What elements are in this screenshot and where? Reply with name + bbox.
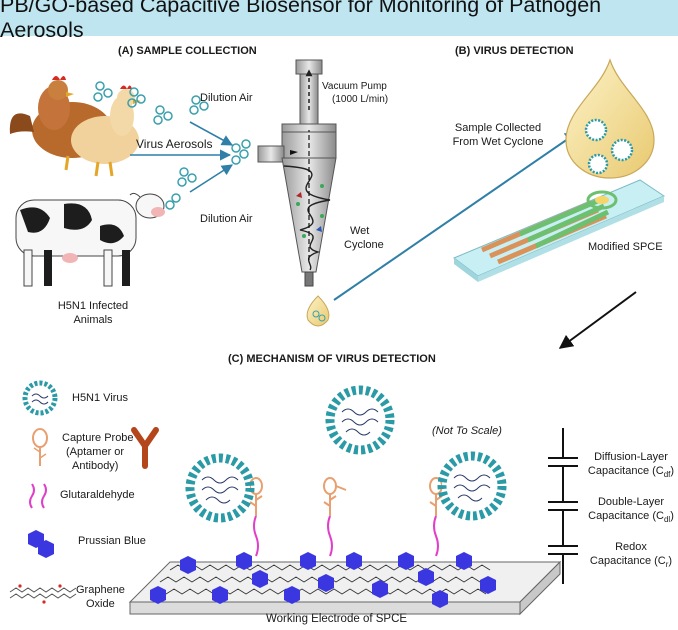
capacitor-circuit — [548, 428, 578, 584]
section-a-heading: (A) SAMPLE COLLECTION — [118, 45, 257, 57]
virus-aerosols-label: Virus Aerosols — [136, 137, 213, 151]
diffusion-capacitance-label-1: Diffusion-Layer — [594, 451, 668, 463]
legend-graphene-label-2: Oxide — [86, 598, 115, 610]
redox-capacitance-label-1: Redox — [615, 541, 647, 553]
legend-capture-probe-icon — [32, 428, 48, 466]
redox-capacitance-label-2: Capacitance (Cr) — [589, 555, 673, 570]
virus-aerosol-particles — [93, 81, 251, 210]
cow-illustration — [15, 192, 165, 287]
wet-cyclone-label-2: Cyclone — [344, 239, 384, 251]
aerosol-flow-arrows — [130, 121, 233, 193]
legend-capture-probe-label-2: (Aptamer or — [66, 446, 125, 458]
double-layer-capacitance-label-1: Double-Layer — [597, 496, 665, 508]
glutaraldehyde-linkers — [253, 515, 439, 557]
wet-cyclone-label-1: Wet — [350, 225, 370, 237]
capture-probes — [249, 477, 443, 516]
sample-collected-label-1: Sample Collected — [454, 122, 542, 134]
legend-capture-probe-label-1: Capture Probe — [62, 432, 134, 444]
working-electrode-slab — [128, 560, 562, 616]
legend-glutaraldehyde-icon — [29, 483, 47, 509]
transfer-arrow-to-detection — [333, 131, 580, 301]
prussian-blue-particles — [150, 552, 496, 608]
arrow-to-mechanism — [558, 291, 637, 349]
large-sample-drop — [565, 58, 655, 179]
vacuum-pump-label: Vacuum Pump — [322, 81, 387, 92]
wet-cyclone — [257, 59, 337, 287]
title-bar: PB/GO-based Capacitive Biosensor for Mon… — [0, 0, 678, 42]
diagram-title: PB/GO-based Capacitive Biosensor for Mon… — [0, 0, 602, 42]
bound-virus-left — [185, 453, 255, 523]
legend-virus-icon — [22, 380, 58, 416]
double-layer-capacitance-label-2: Capacitance (Cdl) — [588, 510, 674, 525]
animals-label-1: H5N1 Infected — [57, 300, 129, 312]
modified-spce-label: Modified SPCE — [588, 241, 663, 253]
legend-prussian-blue-icon — [28, 530, 54, 558]
section-b-heading: (B) VIRUS DETECTION — [455, 45, 574, 57]
free-virus-center — [325, 385, 395, 455]
animals-label-2: Animals — [73, 314, 113, 326]
antibody-icon — [131, 427, 159, 469]
legend-glutaraldehyde-label: Glutaraldehyde — [60, 489, 135, 501]
vacuum-pump-flow-label: (1000 L/min) — [332, 94, 389, 105]
dilution-air-bottom-label: Dilution Air — [200, 213, 253, 225]
legend-graphene-oxide-icon — [9, 584, 77, 604]
bound-virus-right — [437, 451, 507, 521]
chicken-illustration — [9, 76, 141, 177]
legend-prussian-blue-label: Prussian Blue — [78, 535, 146, 547]
not-to-scale-note: (Not To Scale) — [432, 425, 502, 437]
legend-capture-probe-label-3: Antibody) — [72, 460, 119, 472]
collected-sample-drop — [306, 295, 330, 327]
modified-spce-strip — [453, 179, 666, 282]
diffusion-capacitance-label-2: Capacitance (Cdf) — [587, 465, 675, 480]
section-c-heading: (C) MECHANISM OF VIRUS DETECTION — [228, 353, 436, 365]
sample-collected-label-2: From Wet Cyclone — [452, 136, 544, 148]
legend-virus-label: H5N1 Virus — [72, 392, 129, 404]
dilution-air-top-label: Dilution Air — [200, 92, 253, 104]
working-electrode-label: Working Electrode of SPCE — [266, 613, 408, 625]
legend-graphene-label-1: Graphene — [76, 584, 125, 596]
